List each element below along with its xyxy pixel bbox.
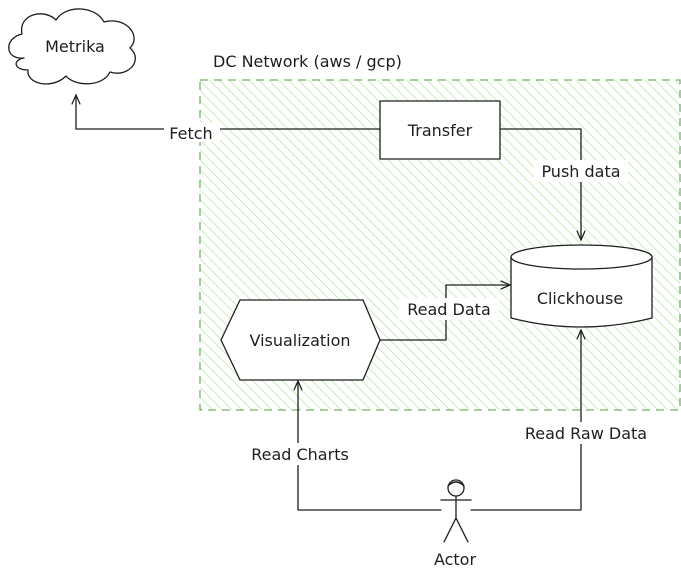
metrika-node[interactable]: Metrika — [8, 8, 136, 85]
transfer-node[interactable]: Transfer — [379, 100, 501, 160]
edge-fetch: Fetch — [76, 95, 381, 143]
actor-label: Actor — [434, 550, 477, 569]
metrika-label: Metrika — [45, 37, 105, 56]
edge-push-data-label: Push data — [541, 162, 620, 181]
edge-fetch-label: Fetch — [169, 124, 212, 143]
edge-push-data: Push data — [499, 128, 628, 240]
transfer-label: Transfer — [407, 121, 473, 140]
edge-read-raw-data: Read Raw Data — [470, 330, 660, 511]
dc-network-title: DC Network (aws / gcp) — [213, 52, 402, 71]
edge-read-data: Read Data — [379, 285, 510, 341]
visualization-node[interactable]: Visualization — [220, 299, 381, 381]
actor-node[interactable]: Actor — [434, 479, 477, 569]
edge-read-raw-data-label: Read Raw Data — [525, 424, 647, 443]
clickhouse-node[interactable]: Clickhouse — [510, 244, 653, 328]
edge-read-data-label: Read Data — [407, 300, 491, 319]
visualization-label: Visualization — [249, 331, 350, 350]
edge-read-charts-label: Read Charts — [251, 445, 349, 464]
clickhouse-label: Clickhouse — [537, 289, 623, 308]
edge-read-charts: Read Charts — [240, 381, 442, 511]
